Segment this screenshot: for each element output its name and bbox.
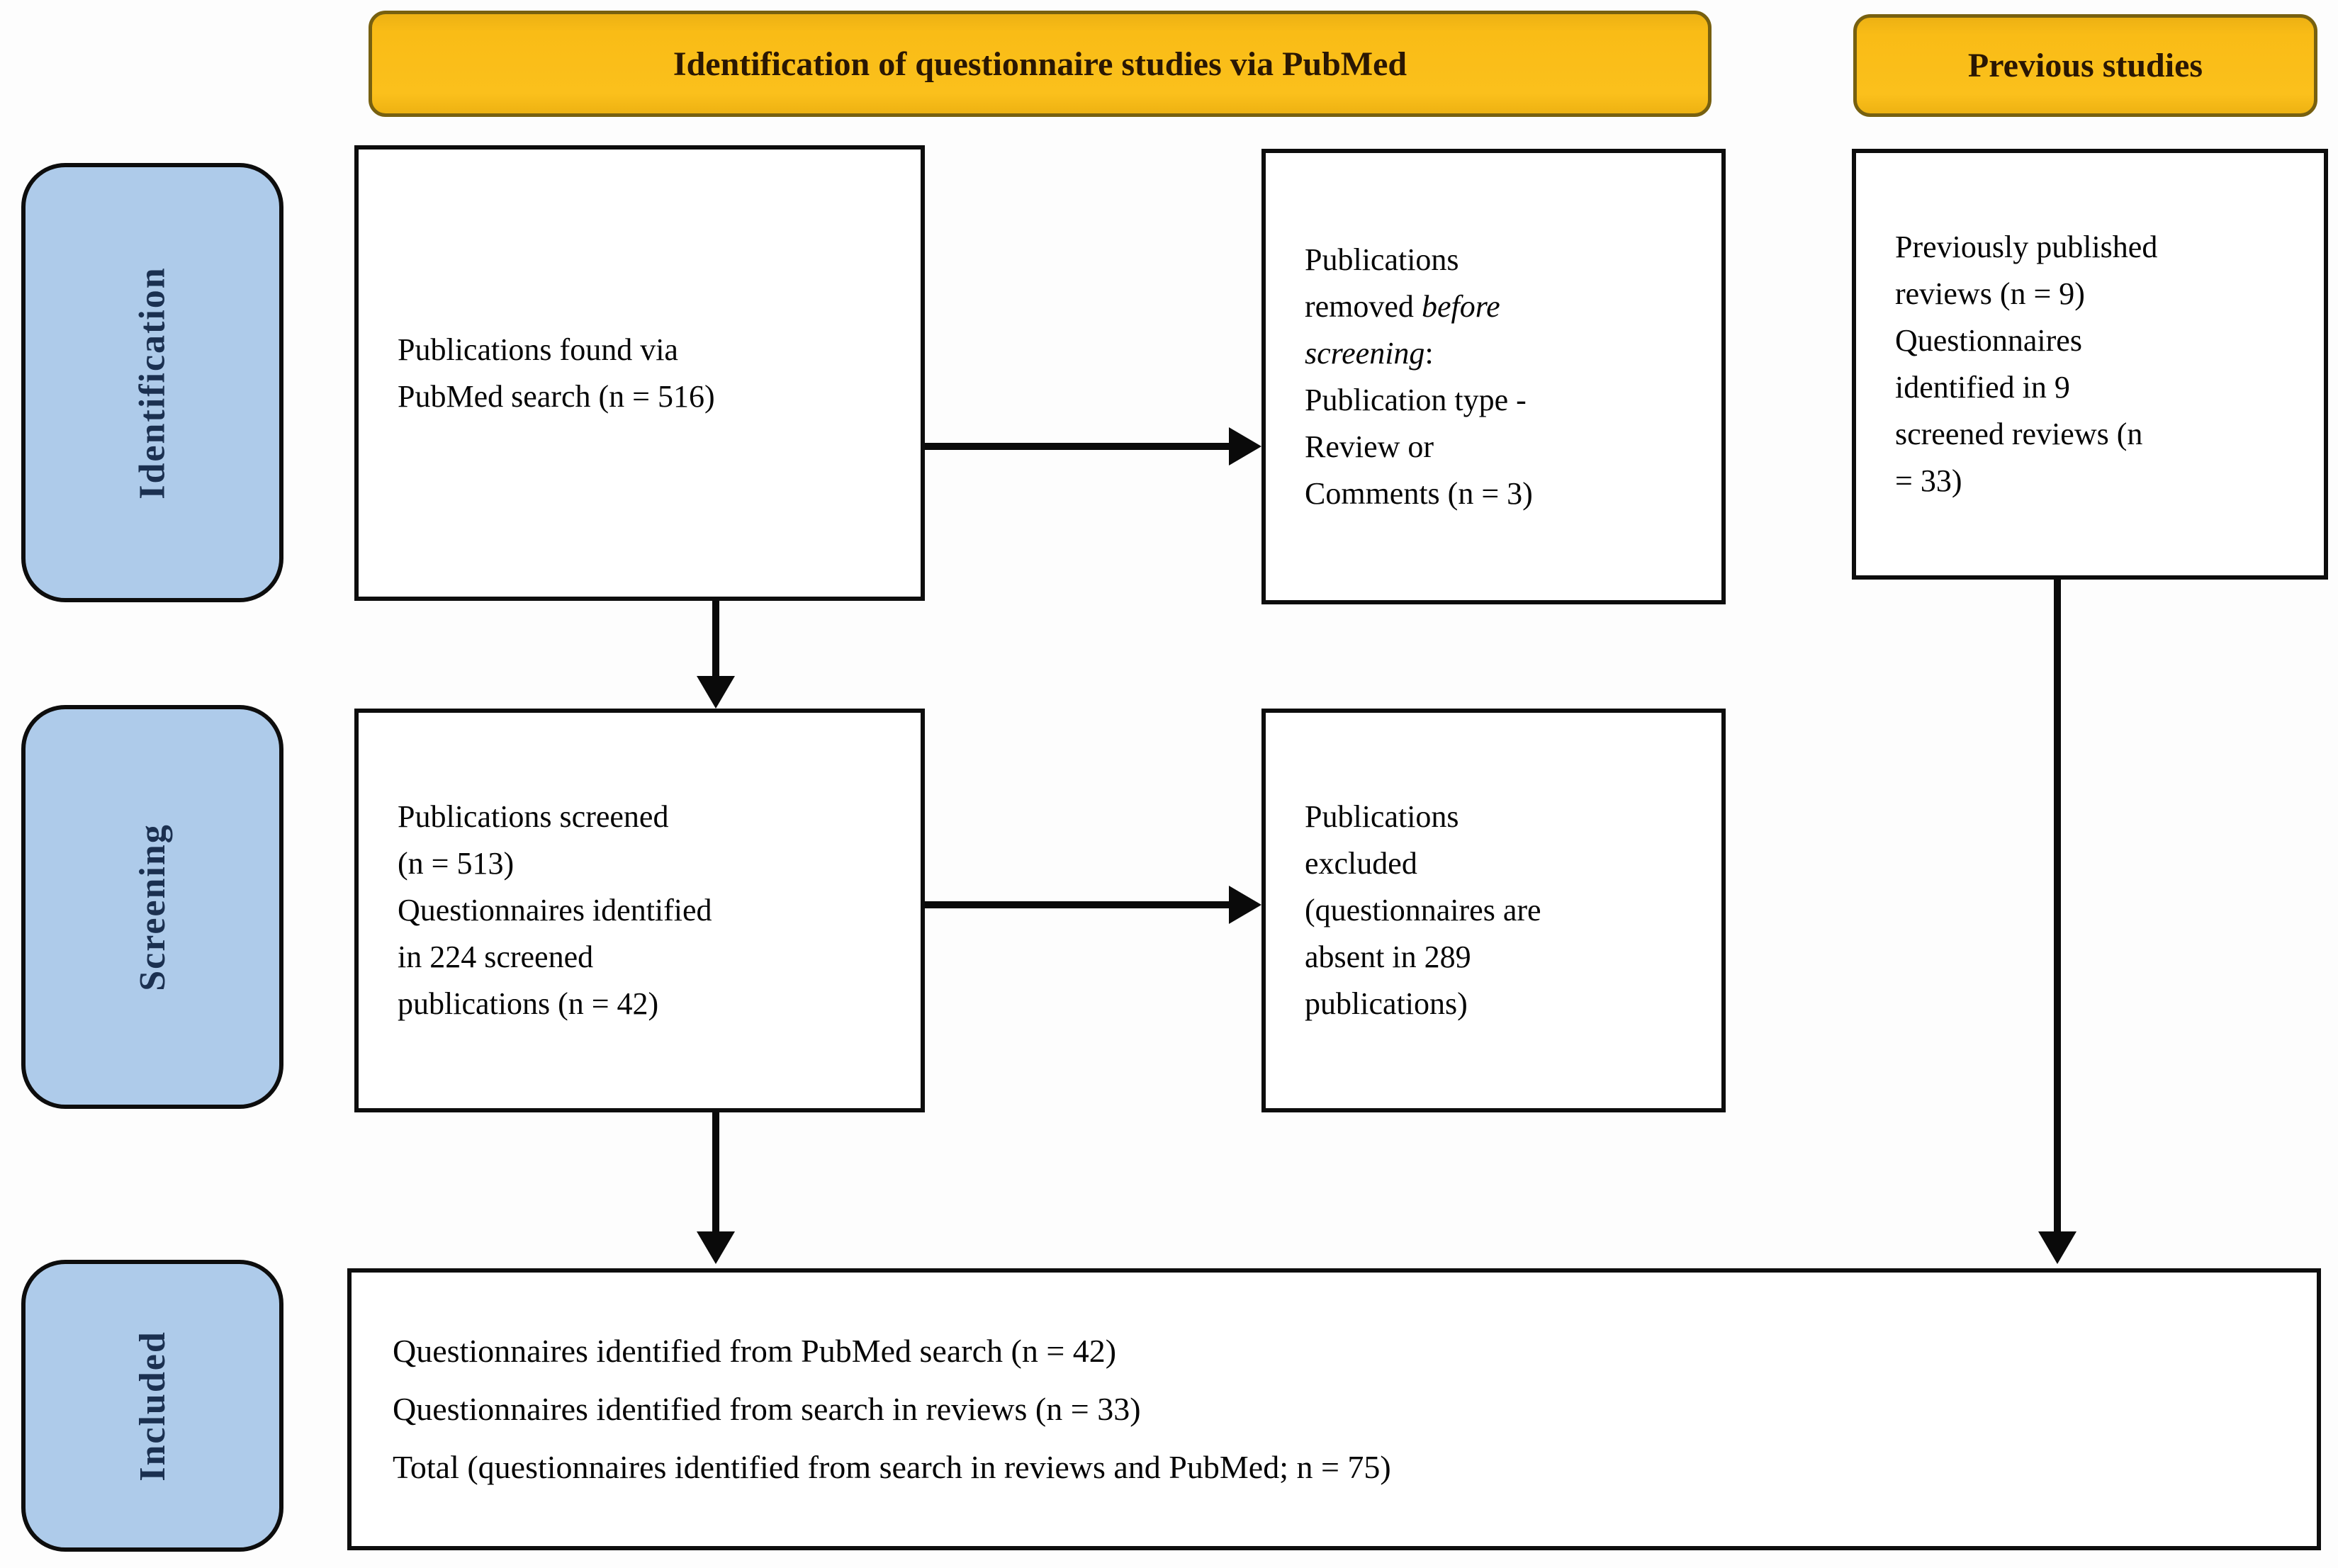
box-publications-excluded: Publications excluded (questionnaires ar… [1261, 709, 1726, 1112]
header-pubmed-identification: Identification of questionnaire studies … [369, 11, 1712, 117]
box-included-summary: Questionnaires identified from PubMed se… [347, 1268, 2321, 1550]
box-publications-removed: Publications removed before screening: P… [1261, 149, 1726, 604]
removed-text-prefix: Publications removed [1305, 242, 1459, 324]
removed-text-suffix: : Publication type - Review or Comments … [1305, 335, 1533, 511]
stage-identification-label: Identification [132, 266, 173, 500]
stage-identification: Identification [21, 163, 283, 602]
stage-screening-label: Screening [132, 823, 173, 991]
removed-text-italic: before screening [1305, 288, 1500, 371]
stage-screening: Screening [21, 705, 283, 1109]
box-publications-excluded-text: Publications excluded (questionnaires ar… [1305, 799, 1541, 1021]
header-pubmed-label: Identification of questionnaire studies … [673, 45, 1407, 83]
box-publications-found: Publications found via PubMed search (n … [354, 145, 925, 601]
box-publications-found-text: Publications found via PubMed search (n … [398, 332, 715, 414]
header-previous-studies: Previous studies [1853, 14, 2317, 117]
box-publications-removed-text: Publications removed before screening: P… [1266, 222, 1561, 531]
box-publications-screened-text: Publications screened (n = 513) Question… [398, 799, 712, 1021]
box-publications-screened: Publications screened (n = 513) Question… [354, 709, 925, 1112]
box-previous-reviews: Previously published reviews (n = 9) Que… [1852, 149, 2328, 580]
box-previous-reviews-text: Previously published reviews (n = 9) Que… [1895, 230, 2158, 498]
stage-included-label: Included [132, 1330, 173, 1482]
box-included-summary-text: Questionnaires identified from PubMed se… [393, 1333, 1391, 1485]
header-previous-label: Previous studies [1967, 47, 2203, 84]
stage-included: Included [21, 1260, 283, 1552]
